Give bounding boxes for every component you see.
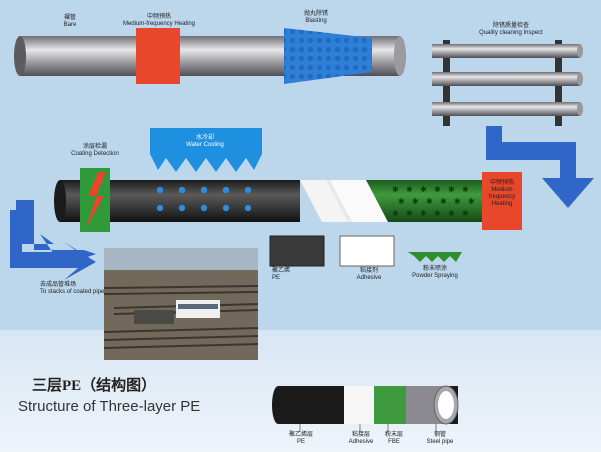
cooling-drop [200, 204, 208, 212]
pe-swatch [269, 235, 325, 267]
spray-mark: ✱ [434, 209, 441, 218]
cooling-drop [244, 186, 252, 194]
lightning-icon [86, 172, 106, 228]
cooling-drops [156, 186, 252, 212]
spray-mark: ✱ [420, 185, 427, 194]
heating-block-2 [482, 172, 522, 230]
powder-spray-marks: ✱✱✱✱✱✱✱✱✱✱✱✱✱✱✱✱✱✱ [392, 185, 475, 218]
spray-mark: ✱ [462, 185, 469, 194]
spray-mark: ✱ [406, 209, 413, 218]
spray-mark: ✱ [462, 209, 469, 218]
stockyard-photo-drawing [104, 248, 258, 360]
spray-mark: ✱ [420, 209, 427, 218]
spray-mark: ✱ [448, 185, 455, 194]
spray-mark: ✱ [392, 185, 399, 194]
cooling-drop [200, 186, 208, 194]
stockyard-photo [104, 248, 258, 360]
heating-label-2: 中频预热 Medium frequency Heating [488, 180, 516, 207]
spray-mark: ✱ [406, 185, 413, 194]
turn-arrow-right [486, 126, 594, 208]
powder-spray-icon [408, 252, 462, 262]
heating-block-1 [136, 28, 180, 84]
cooling-drop [178, 204, 186, 212]
spray-mark: ✱ [440, 197, 447, 206]
spray-mark: ✱ [448, 209, 455, 218]
spray-mark: ✱ [434, 185, 441, 194]
spray-mark: ✱ [398, 197, 405, 206]
quality-rack [432, 40, 583, 126]
spray-mark: ✱ [468, 197, 475, 206]
spray-mark: ✱ [426, 197, 433, 206]
spray-mark: ✱ [392, 209, 399, 218]
spray-mark: ✱ [412, 197, 419, 206]
turn-arrow-left [16, 200, 96, 266]
cooling-drop [222, 186, 230, 194]
three-layer-pipe [272, 385, 459, 425]
structure-title-en: Structure of Three-layer PE [18, 398, 201, 415]
structure-title-cn: 三层PE（结构图） [32, 378, 157, 394]
cooling-drop [244, 204, 252, 212]
water-cooling-unit [150, 128, 262, 172]
cooling-drop [156, 186, 164, 194]
adhesive-swatch [339, 235, 395, 267]
cooling-drop [178, 186, 186, 194]
layer-leader-lines [299, 424, 437, 432]
cooling-drop [156, 204, 164, 212]
spray-mark: ✱ [454, 197, 461, 206]
cooling-drop [222, 204, 230, 212]
